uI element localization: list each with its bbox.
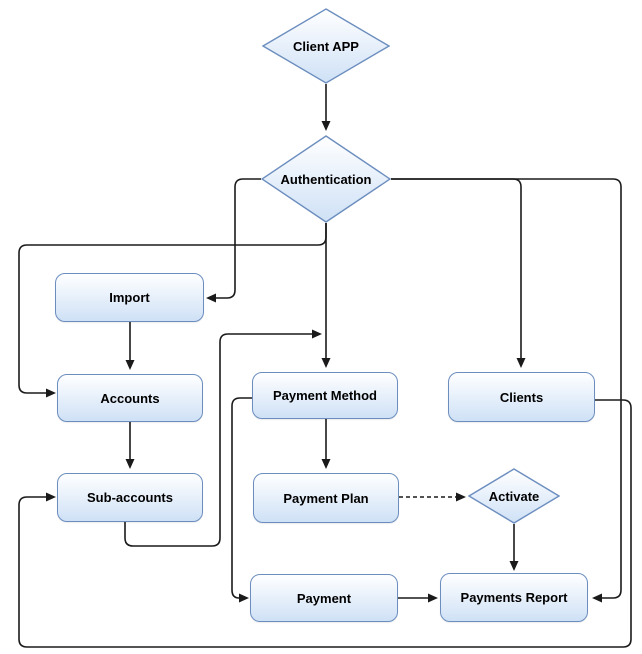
node-payment: Payment bbox=[250, 574, 398, 622]
node-import-label: Import bbox=[109, 290, 150, 305]
node-payments-report-label: Payments Report bbox=[460, 590, 568, 605]
edge-payment-method-to-payment bbox=[231, 397, 252, 599]
edge-authentication-to-accounts bbox=[18, 223, 327, 394]
edge-clients-to-sub-accounts-arrowhead bbox=[46, 492, 56, 502]
node-payment-method-label: Payment Method bbox=[272, 388, 377, 403]
edge-clients-to-sub-accounts bbox=[18, 399, 632, 648]
node-authentication-label: Authentication bbox=[280, 171, 372, 187]
activate-diamond-shape bbox=[468, 468, 560, 524]
edge-authentication-to-payment-method-arrowhead bbox=[321, 358, 331, 368]
edge-payment-plan-to-activate-arrowhead bbox=[456, 492, 466, 502]
node-sub-accounts-label: Sub-accounts bbox=[87, 490, 173, 505]
node-payment-label: Payment bbox=[296, 590, 352, 606]
edge-client-app-to-authentication-arrowhead bbox=[321, 121, 331, 131]
node-accounts-label: Accounts bbox=[100, 390, 160, 406]
node-activate: Activate bbox=[468, 468, 560, 524]
node-clients: Clients bbox=[448, 372, 595, 422]
edge-authentication-to-clients-arrowhead bbox=[516, 358, 526, 368]
node-authentication: Authentication bbox=[261, 135, 391, 223]
edge-sub-accounts-to-payment-method-arrowhead bbox=[312, 329, 322, 339]
node-clients-label: Clients bbox=[499, 389, 544, 405]
node-payments-report: Payments Report bbox=[440, 573, 588, 622]
node-payment-plan-label: Payment Plan bbox=[283, 490, 369, 506]
authentication-diamond-shape bbox=[261, 135, 391, 223]
edge-accounts-to-sub-accounts-arrowhead bbox=[125, 459, 135, 469]
node-client-app: Client APP bbox=[262, 8, 390, 84]
edge-authentication-to-payments-report-arrowhead bbox=[592, 593, 602, 603]
node-accounts: Accounts bbox=[57, 374, 203, 422]
node-import: Import bbox=[55, 273, 204, 322]
edge-activate-to-payments-report-arrowhead bbox=[509, 561, 519, 571]
node-client-app-label: Client APP bbox=[293, 38, 359, 54]
edge-sub-accounts-to-payment-method bbox=[124, 333, 312, 547]
node-sub-accounts: Sub-accounts bbox=[57, 473, 203, 522]
edge-import-to-accounts-arrowhead bbox=[125, 360, 135, 370]
node-payment-method: Payment Method bbox=[252, 372, 398, 419]
edge-authentication-to-accounts-arrowhead bbox=[46, 388, 56, 398]
edge-authentication-to-payments-report bbox=[391, 178, 622, 599]
edge-payment-to-payments-report-arrowhead bbox=[428, 593, 438, 603]
node-activate-label: Activate bbox=[488, 488, 540, 504]
edge-payment-method-to-payment-plan-arrowhead bbox=[321, 459, 331, 469]
edge-authentication-to-import bbox=[216, 178, 261, 299]
client-app-diamond-shape bbox=[262, 8, 390, 84]
node-payment-plan: Payment Plan bbox=[253, 473, 399, 523]
edge-authentication-to-import-arrowhead bbox=[206, 293, 216, 303]
edge-payment-method-to-payment-arrowhead bbox=[239, 593, 249, 603]
